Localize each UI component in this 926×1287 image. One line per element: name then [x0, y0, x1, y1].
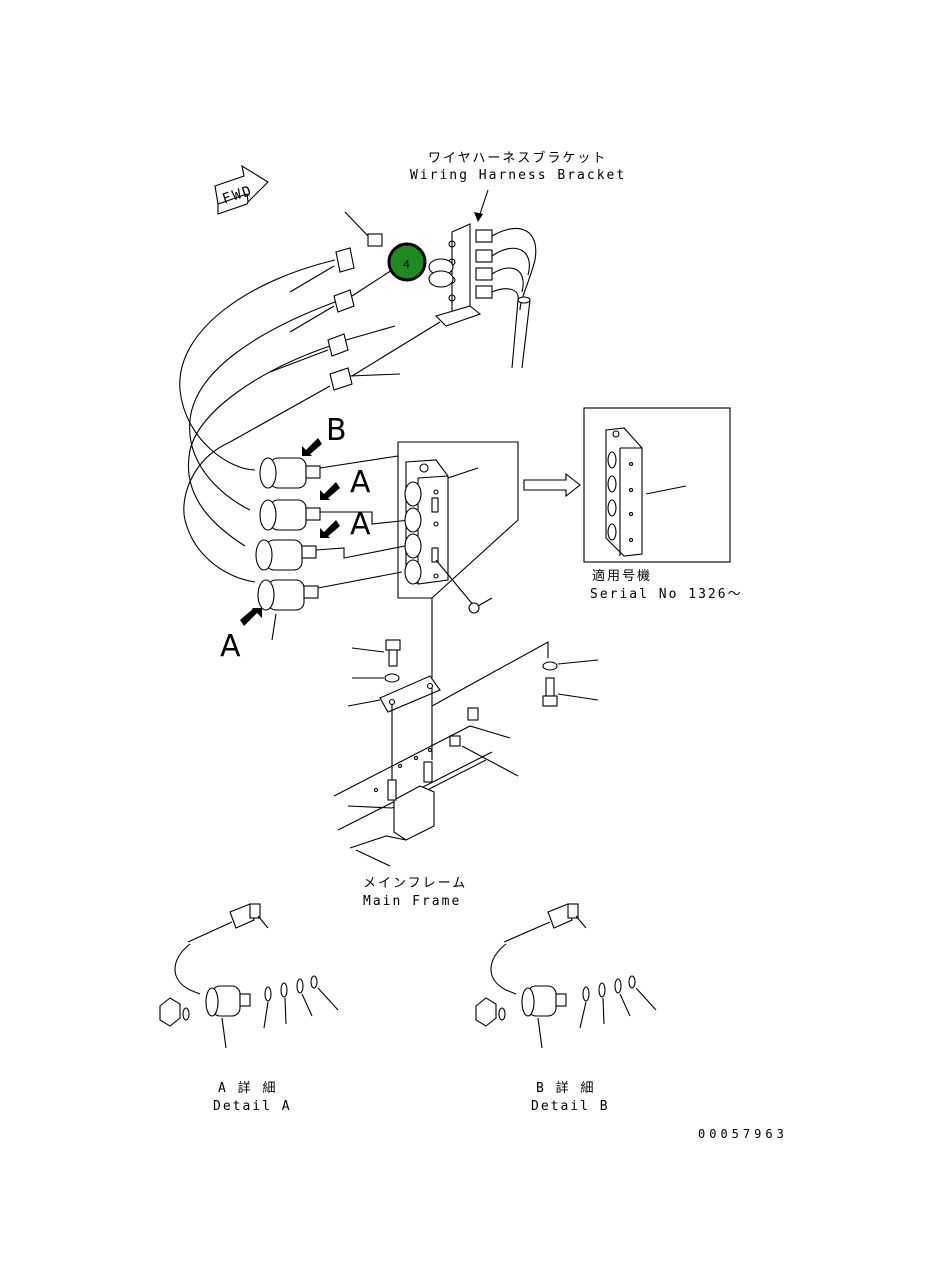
main-frame-assembly: [333, 598, 549, 867]
bracket-label-jp: ワイヤハーネスブラケット: [428, 150, 607, 166]
serial-detail-box: [583, 407, 731, 563]
serial-label-en: Serial No 1326～: [590, 587, 743, 602]
item-number-marker: 4: [387, 242, 427, 282]
detail-b-label-en: Detail B: [531, 1099, 610, 1114]
marker-number: 4: [403, 258, 410, 271]
frame-label-jp: メインフレーム: [363, 876, 467, 891]
drawing-number: 00057963: [698, 1127, 788, 1141]
valve-manifold: [397, 441, 519, 614]
bracket-label-en: Wiring Harness Bracket: [410, 168, 626, 183]
fwd-label: FWD: [220, 183, 255, 208]
callout-arrows: [240, 438, 340, 626]
detail-b-drawing: [475, 903, 657, 1049]
detail-a-label-jp: A 詳 細: [218, 1080, 277, 1096]
hollow-arrow-icon: [523, 472, 581, 498]
harness-connectors: [229, 247, 441, 443]
frame-label-en: Main Frame: [363, 894, 461, 909]
detail-a-drawing: [159, 903, 339, 1049]
detail-b-label-jp: B 詳 細: [536, 1080, 595, 1096]
callout-a-label-2: A: [350, 507, 371, 542]
callout-a-label-1: A: [350, 465, 371, 500]
detail-a-label-en: Detail A: [213, 1099, 292, 1114]
fwd-arrow-icon: FWD: [214, 164, 269, 215]
callout-b-label: B: [326, 413, 347, 448]
serial-label-jp: 適用号機: [592, 568, 652, 584]
solenoid-valves: [255, 455, 411, 641]
fasteners: [351, 639, 599, 707]
wiring-harness-bracket: [428, 223, 537, 369]
callout-a-label-3: A: [220, 629, 241, 664]
harness-wires: [179, 259, 336, 583]
